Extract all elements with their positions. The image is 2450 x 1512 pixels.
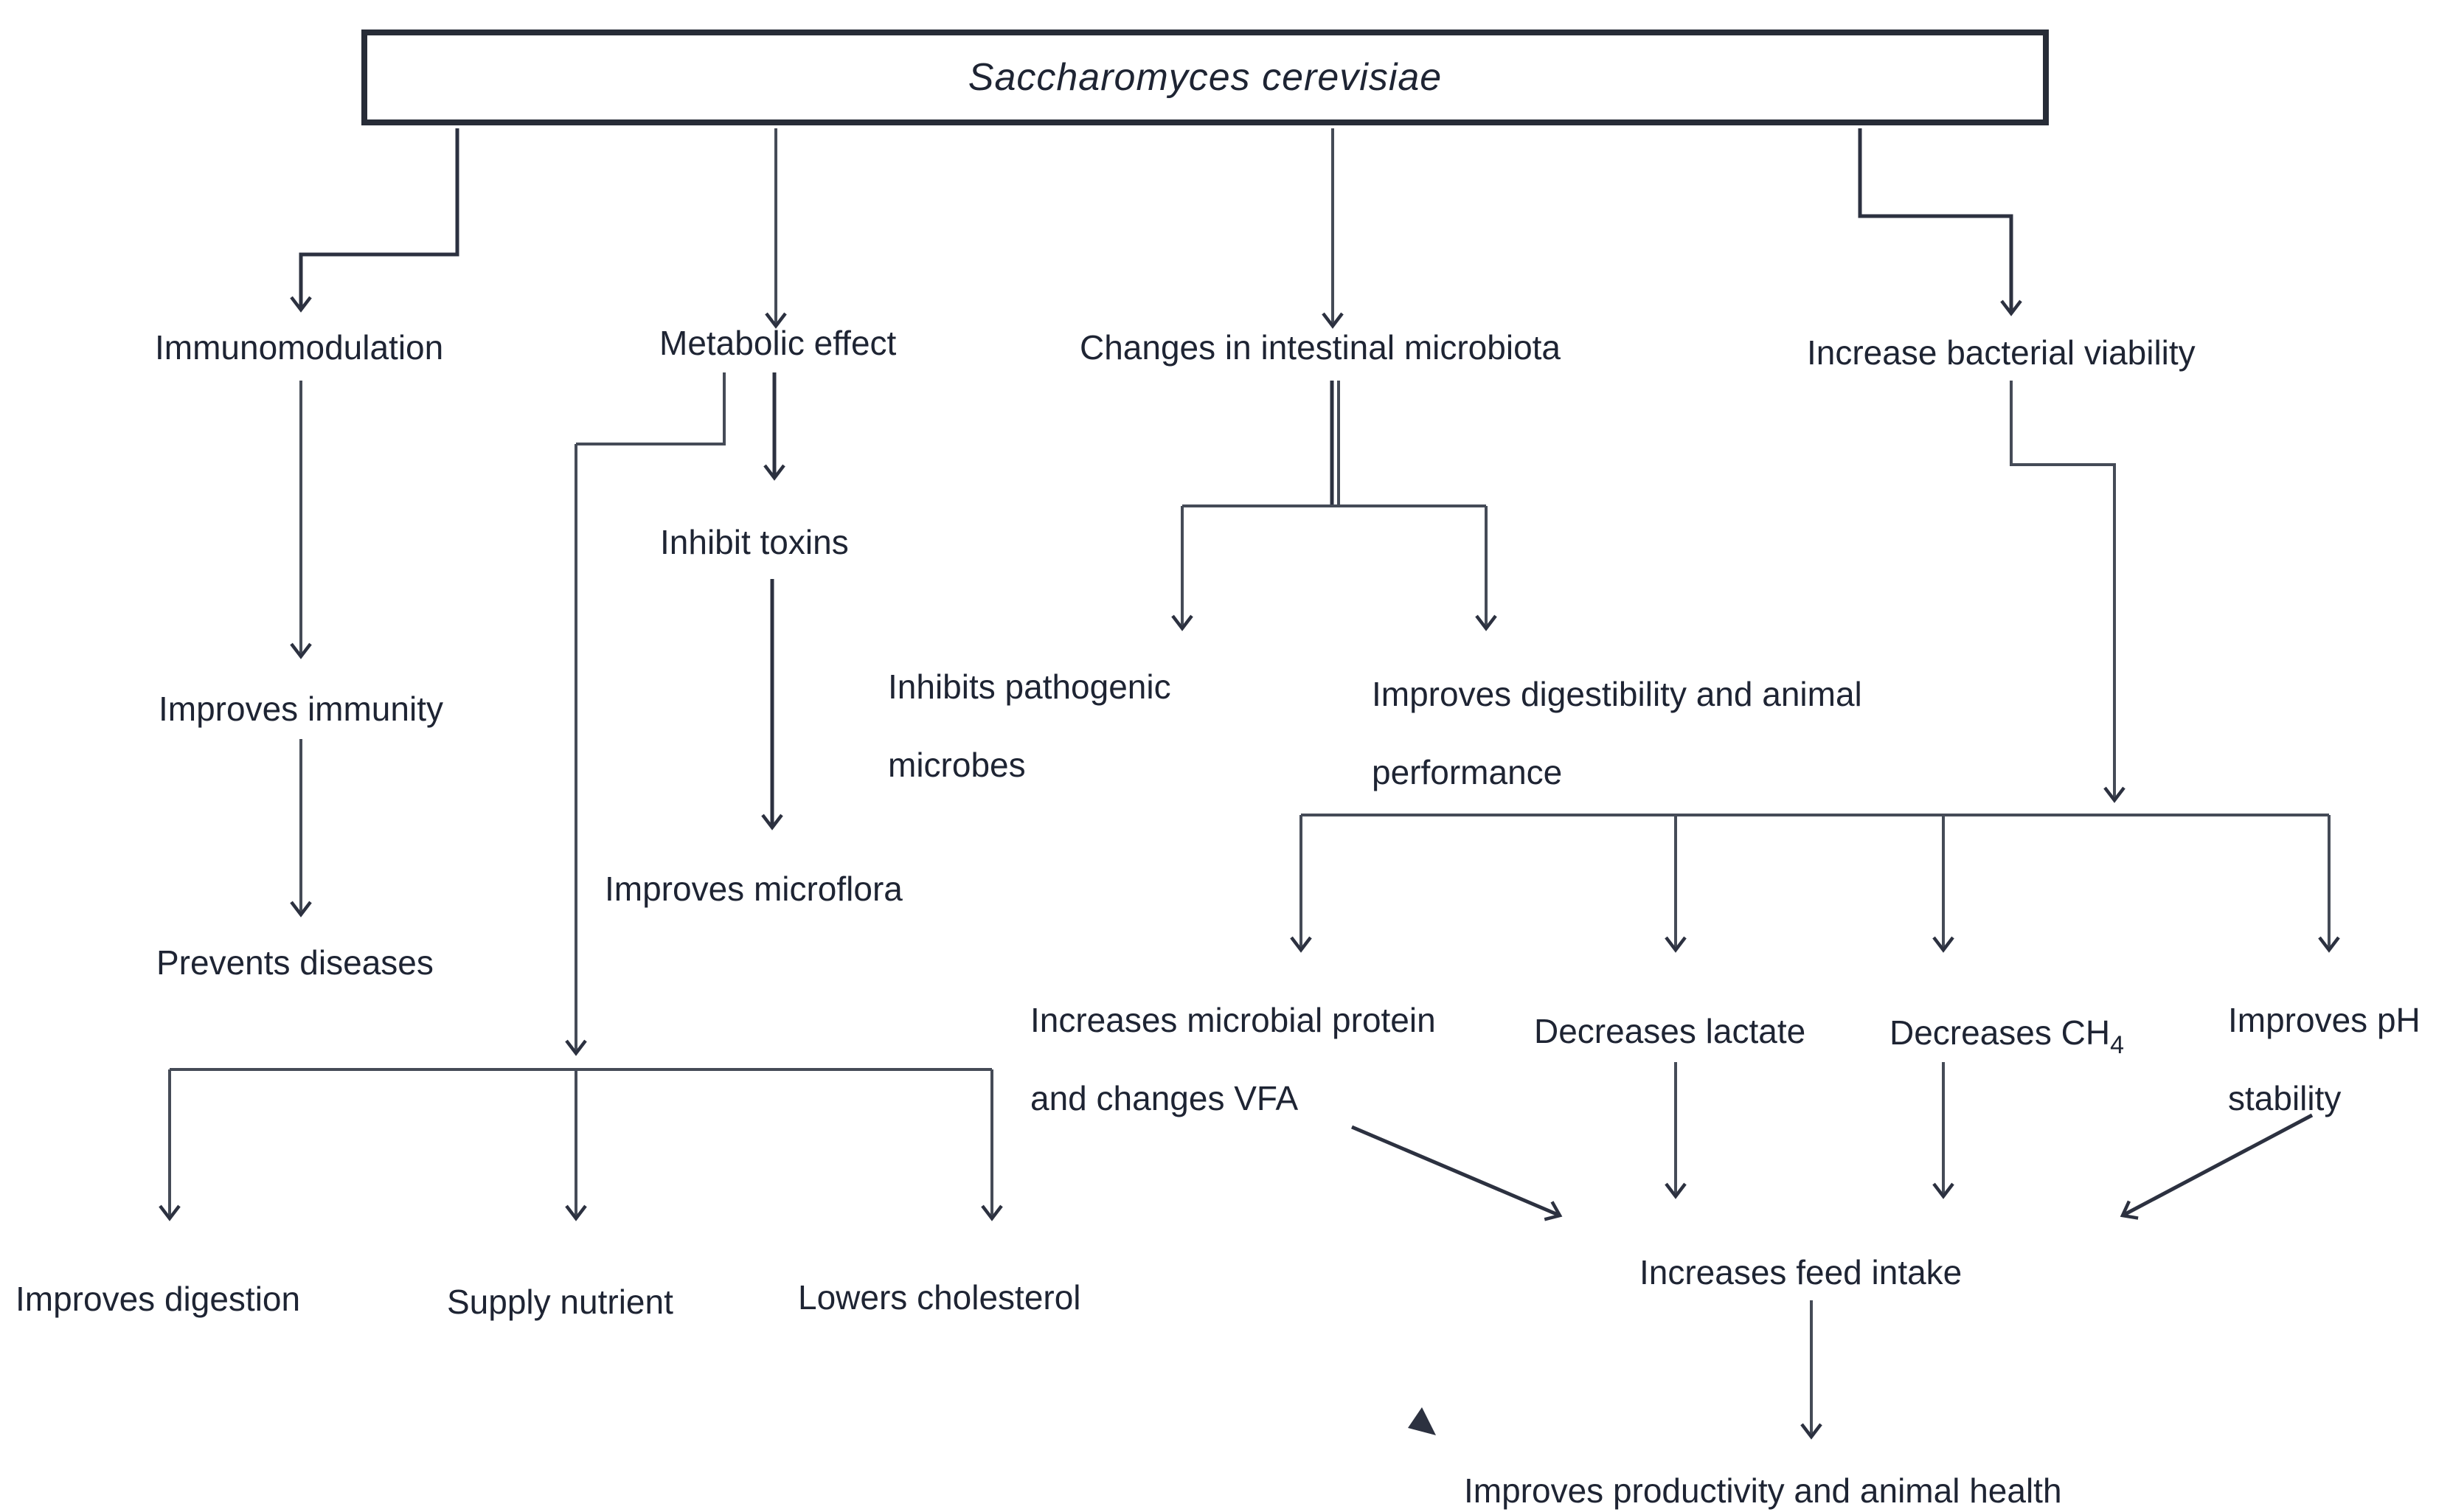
node-lowers-cholesterol: Lowers cholesterol: [798, 1278, 1081, 1317]
node-decreases-lactate: Decreases lactate: [1534, 1012, 1806, 1050]
edge-metabolic-elbow: [576, 372, 726, 445]
node-inhibit-toxins: Inhibit toxins: [660, 523, 849, 561]
edge-vfa-to-feed-intake: [1351, 1125, 1563, 1221]
node-improves-productivity: Improves productivity and animal health: [1464, 1471, 2062, 1510]
root-node-box: Saccharomyces cerevisiae: [361, 30, 2049, 125]
node-inhibits-pathogenic-microbes: Inhibits pathogenic microbes: [888, 667, 1171, 784]
node-intestinal-microbiota: Changes in intestinal microbiota: [1080, 328, 1561, 367]
node-increases-feed-intake: Increases feed intake: [1639, 1253, 1963, 1291]
ch4-subscript: 4: [2110, 1031, 2125, 1059]
node-prevents-diseases: Prevents diseases: [156, 943, 434, 982]
edge-ph-to-feed-intake: [2120, 1113, 2314, 1220]
node-improves-immunity: Improves immunity: [159, 690, 443, 728]
edge-root-immunomodulation: [290, 128, 459, 313]
stray-arrowhead-marker: [1408, 1407, 1436, 1435]
edge-root-bacterial-viability: [1858, 128, 2022, 316]
edge-viability-elbow: [2010, 381, 2125, 803]
node-decreases-ch4: Decreases CH4: [1889, 1013, 2125, 1059]
node-bacterial-viability: Increase bacterial viability: [1807, 333, 2196, 372]
node-immunomodulation: Immunomodulation: [155, 328, 444, 367]
node-supply-nutrient: Supply nutrient: [447, 1283, 673, 1321]
node-improves-digestion: Improves digestion: [15, 1280, 301, 1318]
root-node-label: Saccharomyces cerevisiae: [968, 56, 1443, 99]
node-metabolic-effect: Metabolic effect: [659, 324, 897, 362]
node-improves-microflora: Improves microflora: [605, 870, 903, 908]
node-improves-ph-stability: Improves pH stability: [2228, 1001, 2420, 1117]
node-improves-digestibility: Improves digestibility and animal perfor…: [1372, 675, 1862, 791]
node-microbial-protein-vfa: Increases microbial protein and changes …: [1030, 1001, 1436, 1117]
